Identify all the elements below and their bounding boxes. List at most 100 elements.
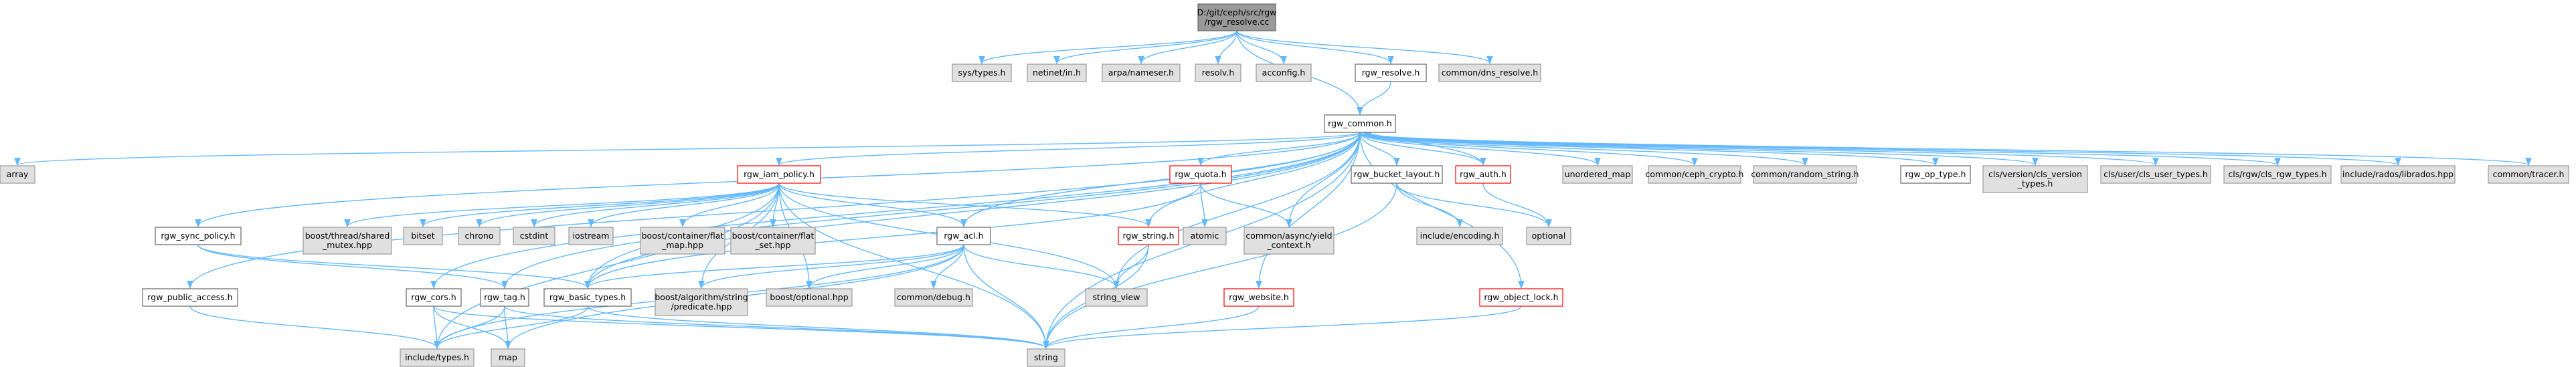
- node-label: rgw_acl.h: [944, 231, 983, 241]
- edge-rgw_quota-to-rgw_basic_types: [584, 182, 1201, 289]
- node-label: boost/optional.hpp: [770, 292, 848, 302]
- edge-rgw_acl-to-common_debug: [930, 244, 964, 289]
- node-flat-map[interactable]: boost/container/flat_map.hpp: [640, 227, 725, 255]
- node-boost-optional[interactable]: boost/optional.hpp: [766, 288, 853, 307]
- edge-rgw_common-to-cls_version_types: [1359, 132, 2039, 166]
- edge-rgw_iam_policy-to-include_types: [434, 182, 780, 350]
- node-box: [1183, 227, 1227, 245]
- edge-rgw_auth-to-rgw_common: [1363, 131, 1484, 166]
- node-map[interactable]: map: [491, 348, 525, 367]
- node-label: boost/container/flat: [732, 231, 814, 241]
- node-box: [1438, 64, 1541, 82]
- node-tracer[interactable]: common/tracer.h: [2488, 165, 2569, 184]
- node-rgw-cors[interactable]: rgw_cors.h: [406, 288, 462, 307]
- node-box: [1900, 165, 1971, 184]
- node-box: [403, 227, 443, 245]
- edge-rgw_common-to-rgw_iam_policy: [776, 132, 1361, 166]
- edge-rgw_common-to-rgw_cors: [430, 132, 1361, 289]
- edge-rgw_common-to-string_view: [1113, 132, 1361, 289]
- node-common-debug[interactable]: common/debug.h: [894, 288, 973, 307]
- edge-rgw_iam_policy-to-string: [778, 182, 1049, 350]
- node-include-types[interactable]: include/types.h: [400, 348, 475, 367]
- node-array[interactable]: array: [0, 165, 35, 184]
- node-string[interactable]: string: [1027, 348, 1065, 367]
- edge-rgw_acl-to-string: [963, 244, 1049, 350]
- edge-rgw_common-to-rgw_op_type: [1359, 132, 1939, 166]
- node-box: [1416, 227, 1503, 245]
- node-label: arpa/nameser.h: [1108, 68, 1174, 78]
- node-box: [1479, 288, 1563, 307]
- node-cls-user-types[interactable]: cls/user/cls_user_types.h: [2100, 165, 2211, 184]
- node-rgw-tag[interactable]: rgw_tag.h: [480, 288, 529, 307]
- node-box: [543, 288, 632, 307]
- node-yield-context[interactable]: common/async/yield_context.h: [1243, 227, 1335, 255]
- node-rgw-object-lock[interactable]: rgw_object_lock.h: [1479, 288, 1563, 307]
- node-atomic[interactable]: atomic: [1183, 227, 1227, 245]
- node-dns-resolve[interactable]: common/dns_resolve.h: [1438, 64, 1541, 82]
- node-rgw-acl[interactable]: rgw_acl.h: [936, 227, 991, 245]
- node-shared-mutex[interactable]: boost/thread/shared_mutex.hpp: [303, 227, 392, 255]
- edge-rgw_bucket_layout-to-include_encoding: [1396, 182, 1463, 228]
- node-rgw-basic-types[interactable]: rgw_basic_types.h: [543, 288, 632, 307]
- node-rgw-sync-policy[interactable]: rgw_sync_policy.h: [155, 227, 242, 245]
- node-label: rgw_public_access.h: [147, 292, 232, 302]
- node-box: [2488, 165, 2569, 184]
- node-flat-set[interactable]: boost/container/flat_set.hpp: [730, 227, 816, 255]
- nodes-layer: D:/git/ceph/src/rgw/rgw_resolve.cc sys/ty…: [0, 3, 2569, 367]
- node-box: [1223, 288, 1294, 307]
- node-box: [406, 288, 462, 307]
- node-rgw-iam-policy[interactable]: rgw_iam_policy.h: [737, 165, 821, 184]
- node-cstdint[interactable]: cstdint: [513, 227, 555, 245]
- edge-rgw_common-to-rgw_auth: [1359, 132, 1486, 166]
- node-box: [1648, 165, 1741, 184]
- node-label: string_view: [1093, 292, 1140, 302]
- node-rgw-bucket-layout[interactable]: rgw_bucket_layout.h: [1351, 165, 1443, 184]
- node-resolv[interactable]: resolv.h: [1195, 64, 1241, 82]
- node-unordered-map[interactable]: unordered_map: [1562, 165, 1633, 184]
- node-box: [1455, 165, 1511, 184]
- node-rgw-auth[interactable]: rgw_auth.h: [1455, 165, 1511, 184]
- node-rgw-website[interactable]: rgw_website.h: [1223, 288, 1294, 307]
- edge-rgw_object_lock-to-string: [1043, 305, 1522, 350]
- edge-rgw_acl-to-string_view: [963, 244, 1120, 289]
- node-random-string[interactable]: common/random_string.h: [1751, 165, 1859, 184]
- node-bitset[interactable]: bitset: [403, 227, 443, 245]
- node-label: D:/git/ceph/src/rgw: [1197, 7, 1277, 17]
- node-label: rgw_resolve.h: [1362, 68, 1420, 78]
- node-root[interactable]: D:/git/ceph/src/rgw/rgw_resolve.cc: [1197, 3, 1277, 31]
- node-ceph-crypto[interactable]: common/ceph_crypto.h: [1646, 165, 1744, 184]
- edge-rgw_common-to-rgw_quota: [1197, 132, 1361, 166]
- node-rgw-resolve-h[interactable]: rgw_resolve.h: [1355, 64, 1427, 82]
- node-box: [1085, 288, 1148, 307]
- edge-rgw_iam_policy-to-iostream: [588, 182, 780, 228]
- node-sys-types[interactable]: sys/types.h: [952, 64, 1012, 82]
- node-label: common/tracer.h: [2493, 169, 2565, 179]
- node-rgw-common[interactable]: rgw_common.h: [1324, 114, 1396, 133]
- node-cls-version-types[interactable]: cls/version/cls_version_types.h: [1982, 165, 2088, 193]
- node-algo-predicate[interactable]: boost/algorithm/string/predicate.hpp: [655, 288, 748, 316]
- node-label: rgw_quota.h: [1175, 169, 1226, 179]
- edge-root-to-acconfig: [1236, 30, 1287, 65]
- node-netinet-in[interactable]: netinet/in.h: [1027, 64, 1087, 82]
- node-acconfig[interactable]: acconfig.h: [1256, 64, 1312, 82]
- node-label: common/random_string.h: [1751, 169, 1859, 179]
- node-arpa-nameser[interactable]: arpa/nameser.h: [1102, 64, 1181, 82]
- edge-rgw_common-to-cls_user_types: [1359, 132, 2159, 166]
- node-rgw-op-type[interactable]: rgw_op_type.h: [1900, 165, 1971, 184]
- node-optional[interactable]: optional: [1526, 227, 1571, 245]
- node-box: [730, 227, 816, 255]
- node-cls-rgw-types[interactable]: cls/rgw/cls_rgw_types.h: [2223, 165, 2332, 184]
- node-chrono[interactable]: chrono: [458, 227, 501, 245]
- node-librados[interactable]: include/rados/librados.hpp: [2340, 165, 2456, 184]
- node-iostream[interactable]: iostream: [568, 227, 614, 245]
- node-rgw-public-access[interactable]: rgw_public_access.h: [142, 288, 238, 307]
- edge-rgw_common-to-cls_rgw_types: [1359, 132, 2281, 166]
- node-label: include/encoding.h: [1420, 231, 1500, 241]
- node-string-view[interactable]: string_view: [1085, 288, 1148, 307]
- node-box: [936, 227, 991, 245]
- node-rgw-quota[interactable]: rgw_quota.h: [1169, 165, 1232, 184]
- node-rgw-string[interactable]: rgw_string.h: [1118, 227, 1179, 245]
- edge-rgw_bucket_layout-to-optional: [1396, 182, 1552, 228]
- edge-rgw_acl-to-boost_optional: [806, 244, 964, 289]
- node-include-encoding[interactable]: include/encoding.h: [1416, 227, 1503, 245]
